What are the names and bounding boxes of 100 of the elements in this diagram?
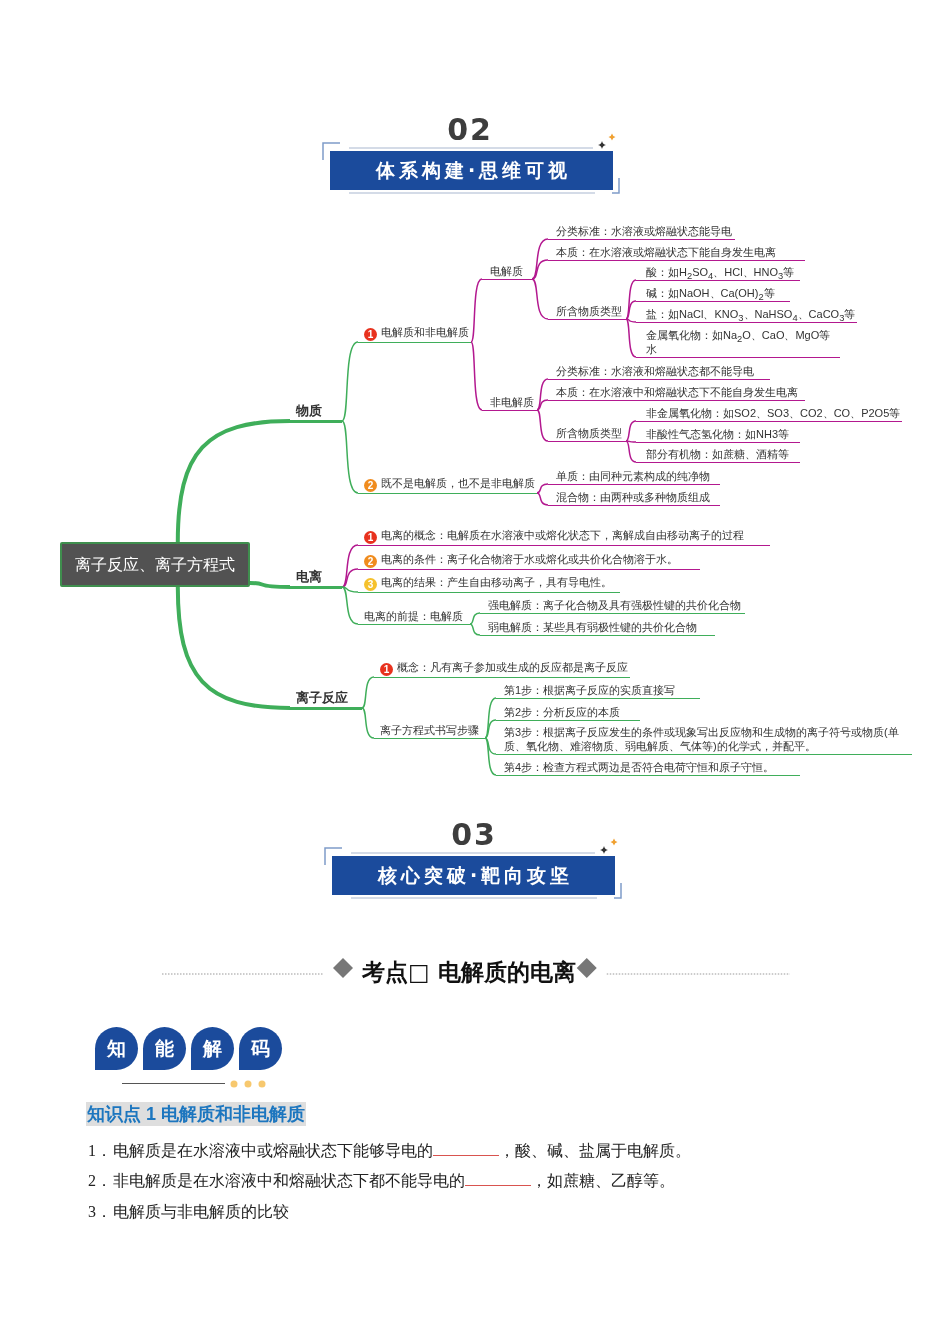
branch-line (469, 623, 481, 636)
branch-line (531, 238, 549, 280)
number-badge: 2 (364, 554, 377, 568)
branch-line (361, 707, 375, 739)
mind-map-topic: 本质：在水溶液或熔融状态下能自身发生电离 (548, 244, 805, 261)
topic-text: 金属氧化物：如Na$_{2}$O、CaO、MgO等 (646, 327, 832, 342)
mind-map-topic: 电解质 (482, 263, 532, 280)
mind-map-topic: 分类标准：水溶液或熔融状态能导电 (548, 223, 735, 240)
mind-map-topic (358, 475, 537, 494)
branch-line (341, 586, 359, 625)
branch-line (341, 341, 359, 422)
mind-map-topic: 混合物：由两种或多种物质组成 (548, 489, 720, 506)
mind-map-topic: 离子方程式书写步骤 (374, 722, 485, 739)
branch-line (484, 719, 497, 739)
central-topic-box: 离子反应、离子方程式 (60, 542, 250, 587)
mind-map-topic: 第1步：根据离子反应的实质直接写 (496, 682, 700, 699)
title-tile: 知 (95, 1027, 138, 1070)
branch-line (625, 440, 637, 463)
number-badge: 3 (364, 577, 377, 591)
mind-map-topic (374, 659, 630, 678)
mind-map-topic: 第2步：分析反应的本质 (496, 704, 640, 721)
mind-map-topic: 非酸性气态氢化物：如NH3等 (636, 426, 800, 443)
number-badge: 1 (364, 327, 377, 341)
mind-map-topic (358, 574, 620, 593)
branch-line (341, 420, 359, 494)
mind-map-topic: 分类标准：水溶液和熔融状态都不能导电 (548, 363, 770, 380)
mind-map-topic (358, 324, 471, 343)
branch-line (531, 259, 549, 280)
mind-map-topic: 本质：在水溶液中和熔融状态下不能自身发生电离 (548, 384, 805, 401)
mind-map-topic: 所含物质类型 (548, 303, 626, 320)
mind-map-topic: 离子反应 (290, 688, 362, 710)
topic-text: 电解质和非电解质 (381, 325, 469, 338)
sentence-text: 电解质与非电解质的比较 (113, 1203, 289, 1220)
title-tile: 码 (239, 1027, 282, 1070)
mind-map-topic (358, 551, 700, 570)
branch-line (341, 568, 359, 588)
branch-line (341, 544, 359, 588)
number-badge: 1 (380, 662, 393, 676)
branch-line (484, 737, 497, 776)
branch-line (175, 419, 291, 543)
branch-line (536, 483, 549, 494)
mind-map-topic: 所含物质类型 (548, 425, 626, 442)
number-badge: 1 (364, 530, 377, 544)
mind-map-topic (358, 527, 770, 546)
subheading: 知识点 1 电解质和非电解质 (86, 1102, 306, 1126)
branch-line (536, 378, 549, 411)
topic-text: 电离的结果：产生自由移动离子，具有导电性。 (381, 575, 612, 588)
mind-map-topic: 强电解质：离子化合物及具有强极性键的共价化合物 (480, 597, 745, 614)
branch-line (469, 612, 481, 625)
branch-line (625, 318, 637, 323)
mind-map-topic: 电离 (290, 567, 342, 589)
topic-text: 电离的条件：离子化合物溶于水或熔化或共价化合物溶于水。 (381, 552, 678, 565)
list-number: 2． (88, 1171, 113, 1191)
mind-map-topic: 非金属氧化物：如SO2、SO3、CO2、CO、P2O5等 (636, 405, 903, 422)
branch-line (536, 399, 549, 411)
mind-map-topic (636, 327, 840, 358)
mind-map-topic: 非电解质 (482, 394, 537, 411)
mind-map-topic: 电离的前提：电解质 (358, 608, 470, 625)
mind-map-topic: 碱：如NaOH、Ca(OH)$_{2}$等 (636, 285, 790, 302)
branch-line (536, 492, 549, 506)
branch-line (470, 278, 483, 343)
branch-line (625, 440, 637, 443)
branch-line (484, 737, 497, 755)
branch-line (625, 420, 637, 442)
branch-line (536, 409, 549, 442)
title-banner: 体系构建·思维可视 (330, 151, 613, 190)
sentence-text: 电解质是在水溶液中或熔融状态下能够导电的 (113, 1142, 433, 1159)
topic-text: 概念：凡有离子参加或生成的反应都是离子反应 (397, 660, 628, 673)
topic-text: 水 (646, 341, 658, 356)
title-tile: 能 (143, 1027, 186, 1070)
sentence-text: 非电解质是在水溶液中和熔融状态下都不能导电的 (113, 1172, 465, 1189)
list-number: 3． (88, 1202, 113, 1222)
branch-line (625, 300, 637, 320)
sentence-text: ，如蔗糖、乙醇等。 (531, 1172, 675, 1189)
title-tile: 解 (191, 1027, 234, 1070)
topic-text: 电离的概念：电解质在水溶液中或熔化状态下，离解成自由移动离子的过程 (381, 528, 744, 541)
section-number: 02 (446, 112, 494, 148)
branch-line (531, 278, 549, 320)
mind-map-topic: 第3步：根据离子反应发生的条件或现象写出反应物和生成物的离子符号或物质(单质、氧化物、难溶物质、弱电解质、气体等)的化学式，并配平。 (496, 724, 912, 755)
topic-text: 既不是电解质，也不是非电解质 (381, 476, 535, 489)
mind-map-topic: 第4步：检查方程式两边是否符合电荷守恒和原子守恒。 (496, 759, 800, 776)
branch-line (341, 586, 359, 593)
branch-line (175, 586, 291, 710)
mind-map-topic: 单质：由同种元素构成的纯净物 (548, 468, 720, 485)
mind-map-topic: 物质 (290, 401, 342, 423)
section-heading: 考点□ 电解质的电离 (362, 958, 576, 987)
branch-line (249, 581, 291, 589)
section-number: 03 (450, 817, 498, 853)
mind-map-topic: 酸：如H$_{2}$SO$_{4}$、HCl、HNO$_{3}$等 (636, 264, 800, 281)
number-badge: 2 (364, 478, 377, 492)
branch-line (625, 318, 637, 358)
branch-line (470, 341, 483, 411)
list-number: 1． (88, 1141, 113, 1161)
sentence-text: ，酸、碱、盐属于电解质。 (499, 1142, 691, 1159)
branch-line (361, 676, 375, 709)
mind-map-topic: 部分有机物：如蔗糖、酒精等 (636, 446, 800, 463)
mind-map-topic: 盐：如NaCl、KNO$_{3}$、NaHSO$_{4}$、CaCO$_{3}$等 (636, 306, 858, 323)
branch-line (484, 697, 497, 739)
title-banner: 核心突破·靶向攻坚 (332, 856, 615, 895)
mind-map-topic: 弱电解质：某些具有弱极性键的共价化合物 (480, 619, 715, 636)
